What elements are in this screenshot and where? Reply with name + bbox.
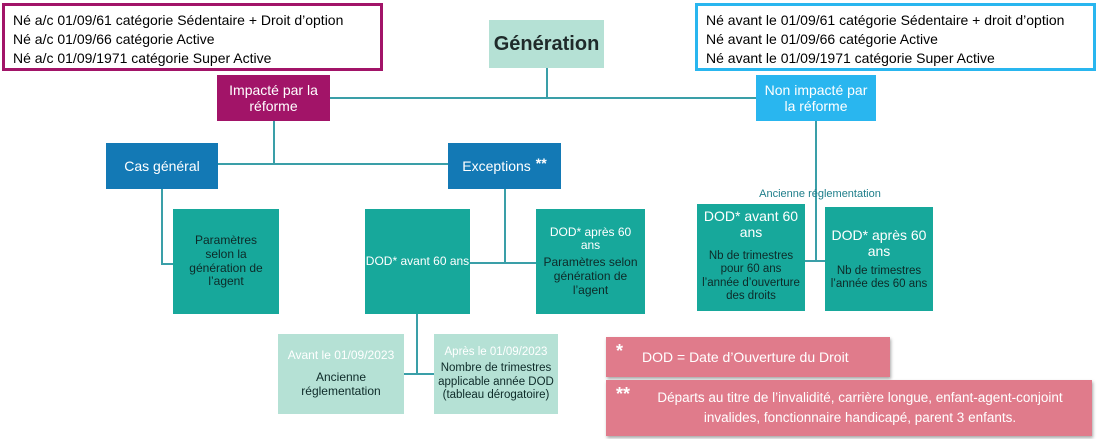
node-old-dod-after-60: DOD* après 60 ans Nb de trimestres l’ann… — [825, 207, 933, 311]
connector-line — [161, 263, 173, 265]
legend-line: Né a/c 01/09/1971 catégorie Super Active — [13, 50, 272, 66]
connector-line — [416, 314, 418, 374]
node-text: Paramètres selon la génération de l’agen… — [189, 232, 263, 289]
node-title: Après le 01/09/2023 — [444, 346, 548, 359]
connector-line — [815, 121, 817, 261]
connector-line — [330, 97, 756, 99]
connector-line — [470, 262, 536, 264]
footnote-text: Départs au titre de l’invalidité, carriè… — [657, 390, 1063, 425]
node-text: Nb de trimestres l’année des 60 ans — [830, 264, 928, 291]
node-exceptions: Exceptions ** — [448, 143, 561, 189]
legend-impacted-criteria: Né a/c 01/09/61 catégorie Sédentaire + D… — [2, 3, 383, 71]
node-label: Impacté par la réforme — [229, 81, 318, 114]
footnote-mark: * — [616, 340, 624, 361]
legend-line: Né a/c 01/09/61 catégorie Sédentaire + D… — [13, 12, 344, 28]
node-label: Cas général — [124, 157, 200, 174]
connector-line — [546, 67, 548, 98]
node-label: Non impacté par la réforme — [764, 81, 868, 114]
node-title: DOD* avant 60 ans — [703, 208, 799, 241]
legend-not-impacted-criteria: Né avant le 01/09/61 catégorie Sédentair… — [695, 3, 1096, 71]
node-dod-before-60: DOD* avant 60 ans — [365, 209, 470, 314]
footnote-mark: ** — [535, 154, 547, 171]
legend-line: Né avant le 01/09/66 catégorie Active — [706, 31, 938, 47]
node-old-dod-before-60: DOD* avant 60 ans Nb de trimestres pour … — [697, 204, 805, 311]
legend-line: Né avant le 01/09/61 catégorie Sédentair… — [706, 12, 1065, 28]
node-label: Génération — [493, 32, 600, 55]
connector-line — [273, 121, 275, 164]
node-title: Avant le 01/09/2023 — [287, 348, 395, 363]
node-general-case: Cas général — [106, 143, 218, 189]
connector-line — [805, 260, 825, 262]
node-impacted: Impacté par la réforme — [217, 75, 330, 121]
node-label: DOD* avant 60 ans — [365, 253, 470, 268]
node-text: Nb de trimestres pour 60 ans l’année d’o… — [702, 250, 800, 302]
legend-line: Né a/c 01/09/66 catégorie Active — [13, 31, 215, 47]
node-dod-after-60: DOD* après 60 ans Paramètres selon génér… — [536, 209, 645, 314]
connector-line — [504, 189, 506, 263]
old-regulation-label: Ancienne réglementation — [759, 188, 881, 200]
node-not-impacted: Non impacté par la réforme — [756, 75, 876, 121]
node-text: Ancienne réglementation — [301, 370, 381, 398]
connector-line — [218, 163, 448, 165]
node-after-2023: Après le 01/09/2023 Nombre de trimestres… — [434, 334, 558, 414]
connector-line — [404, 373, 434, 375]
node-title: DOD* après 60 ans — [549, 224, 632, 253]
connector-line — [161, 189, 163, 264]
footnote-text: DOD = Date d’Ouverture du Droit — [642, 349, 849, 365]
node-text: Nombre de trimestres applicable année DO… — [438, 362, 554, 401]
node-title: DOD* après 60 ans — [831, 226, 927, 259]
footnote-exceptions: ** Départs au titre de l’invalidité, car… — [606, 380, 1092, 436]
node-general-params: Paramètres selon la génération de l’agen… — [173, 209, 279, 314]
legend-line: Né avant le 01/09/1971 catégorie Super A… — [706, 50, 995, 66]
footnote-dod: * DOD = Date d’Ouverture du Droit — [606, 337, 890, 377]
node-before-2023: Avant le 01/09/2023 Ancienne réglementat… — [278, 334, 404, 414]
footnote-mark: ** — [616, 384, 631, 404]
node-label: Exceptions — [462, 157, 531, 174]
node-generation: Génération — [489, 20, 604, 68]
node-text: Paramètres selon génération de l’agent — [543, 255, 638, 297]
